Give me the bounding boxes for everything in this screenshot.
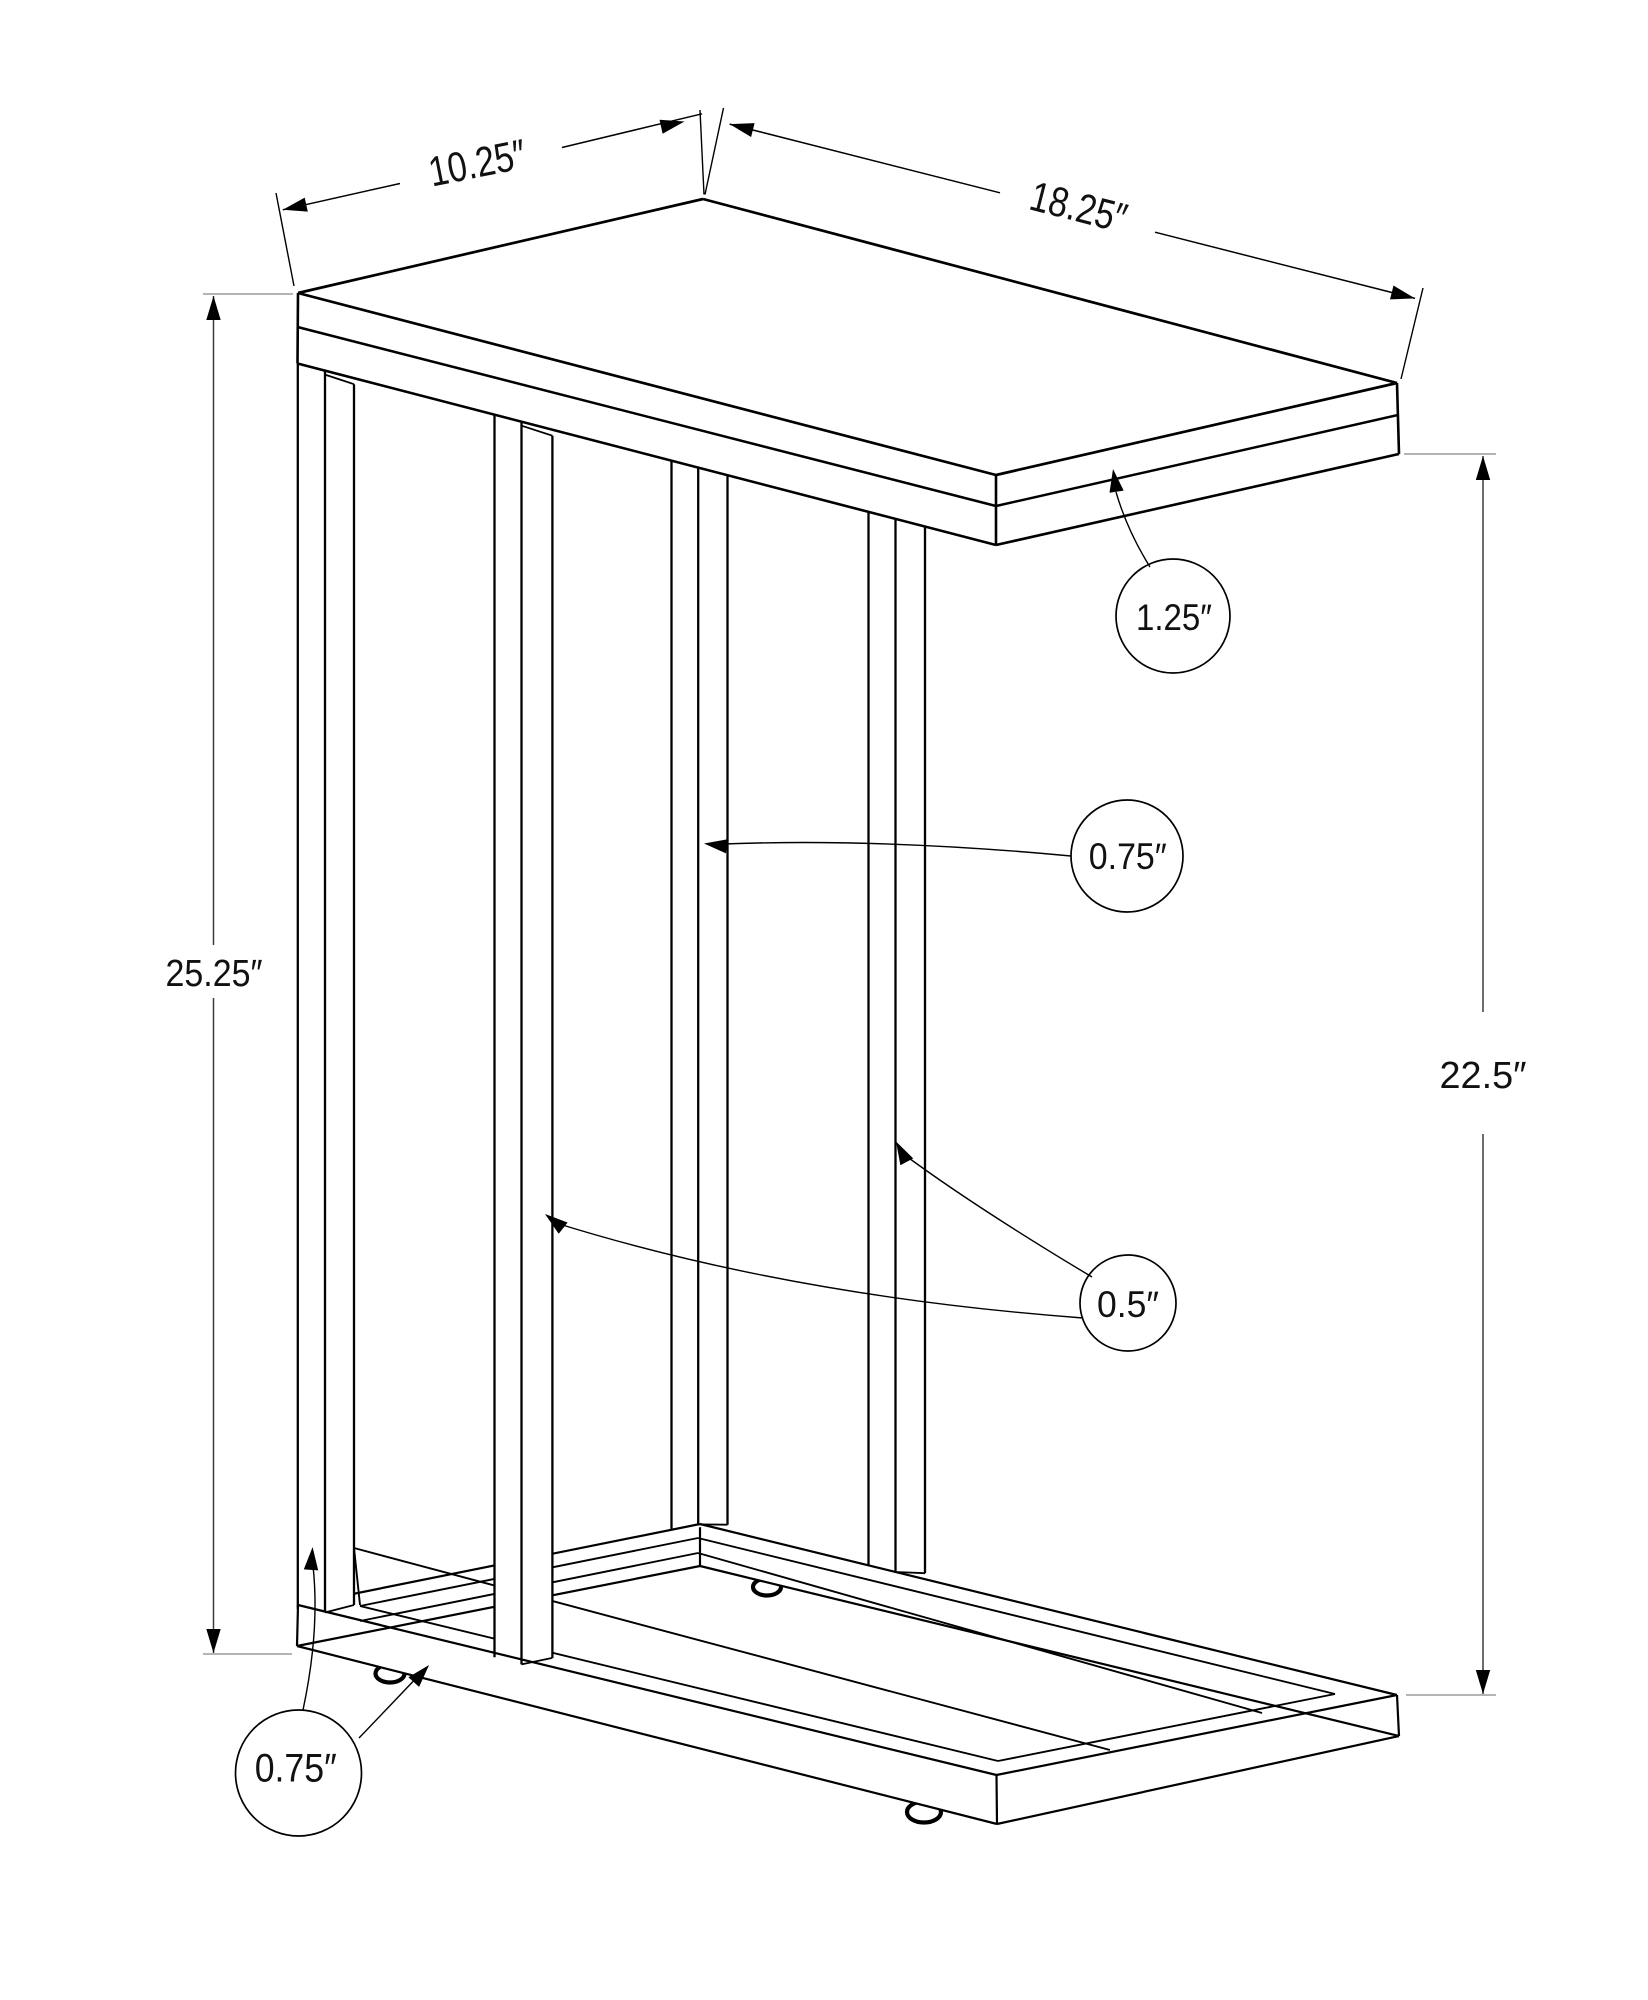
svg-text:0.5″: 0.5″ xyxy=(1097,1284,1159,1325)
svg-text:0.75″: 0.75″ xyxy=(255,1747,337,1791)
svg-text:0.75″: 0.75″ xyxy=(1089,836,1167,877)
svg-text:1.25″: 1.25″ xyxy=(1136,597,1212,638)
svg-text:25.25″: 25.25″ xyxy=(166,953,263,995)
svg-text:22.5″: 22.5″ xyxy=(1440,1055,1527,1097)
